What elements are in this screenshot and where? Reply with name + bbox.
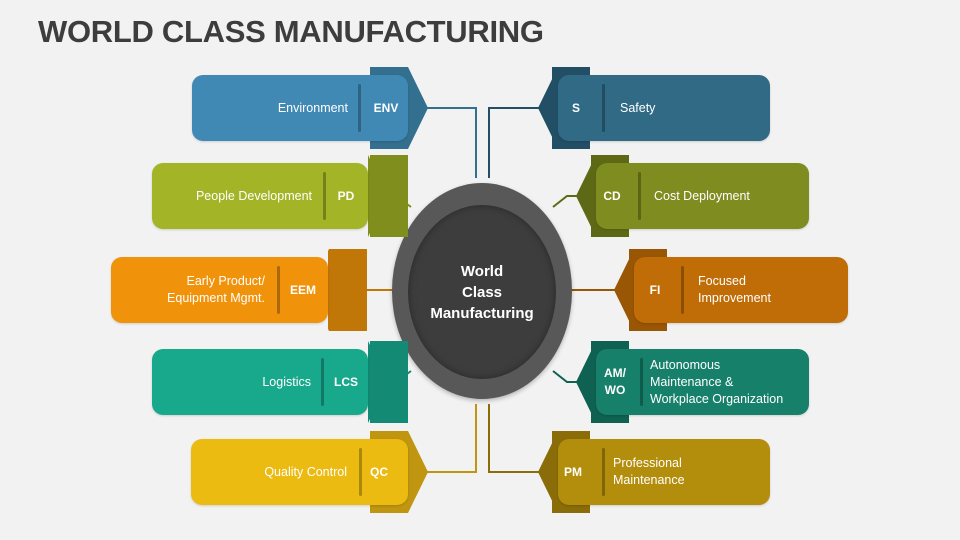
pillar-box	[152, 349, 368, 415]
pillar-lcs[interactable]: Logistics LCS	[152, 341, 408, 423]
pillar-env[interactable]: Environment ENV	[192, 67, 428, 149]
connector-env	[425, 107, 477, 178]
pillar-code: LCS	[334, 374, 358, 389]
separator	[602, 84, 605, 132]
pillar-label: Quality Control	[264, 464, 347, 479]
arrow-pointer-icon	[328, 249, 348, 331]
separator	[358, 84, 361, 132]
arrow-pointer-icon	[368, 155, 388, 237]
pillar-label: People Development	[195, 188, 312, 203]
pillar-cd[interactable]: CD Cost Deployment	[576, 155, 809, 237]
pillar-s[interactable]: S Safety	[538, 67, 770, 149]
arrow-pointer-icon	[576, 155, 596, 237]
pillar-box	[558, 75, 770, 141]
arrow-pointer-icon	[576, 341, 596, 423]
separator	[277, 266, 280, 314]
arrow-pointer-icon	[538, 67, 558, 149]
pillar-label: Focused Improvement	[698, 274, 771, 305]
pillar-label: Logistics	[262, 374, 311, 389]
pillar-fi[interactable]: FI Focused Improvement	[614, 249, 848, 331]
page-title: WORLD CLASS MANUFACTURING	[38, 14, 544, 49]
pillar-label: Environment	[277, 100, 348, 115]
separator	[638, 172, 641, 220]
pillar-box	[596, 349, 809, 415]
pillar-box	[634, 257, 848, 323]
pillar-code: QC	[370, 464, 388, 479]
separator	[681, 266, 684, 314]
pillar-code: CD	[603, 188, 621, 203]
separator	[602, 448, 605, 496]
pillar-box	[192, 75, 408, 141]
pillar-pm[interactable]: PM Professional Maintenance	[538, 431, 770, 513]
pillar-amwo[interactable]: AM/ WO Autonomous Maintenance & Workplac…	[576, 341, 809, 423]
pillar-label: Safety	[620, 100, 656, 115]
pillar-code: AM/ WO	[604, 366, 626, 397]
pillar-box	[596, 163, 809, 229]
arrow-pointer-icon	[538, 431, 558, 513]
pillar-qc[interactable]: Quality Control QC	[191, 431, 428, 513]
arrow-pointer-icon	[614, 249, 634, 331]
connector-amwo	[552, 370, 577, 383]
hub-label: World Class Manufacturing	[430, 262, 534, 322]
pillar-box	[558, 439, 770, 505]
pillar-label: Professional Maintenance	[613, 456, 685, 487]
pillar-eem[interactable]: Early Product/ Equipment Mgmt. EEM	[111, 249, 367, 331]
hub-outer-ring: World Class Manufacturing	[392, 183, 572, 399]
pillar-code: FI	[649, 282, 661, 297]
connector-pm	[488, 404, 539, 473]
pillar-code: EEM	[289, 282, 316, 297]
pillar-box	[152, 163, 368, 229]
connector-s	[488, 107, 539, 178]
arrow-pointer-icon	[408, 431, 428, 513]
pillar-pd[interactable]: People Development PD	[152, 155, 408, 237]
pillar-code: PD	[337, 188, 355, 203]
separator	[321, 358, 324, 406]
pillar-code: ENV	[373, 100, 399, 115]
hub-core: World Class Manufacturing	[408, 205, 556, 379]
pillar-code: PM	[564, 464, 582, 479]
connector-qc	[425, 404, 477, 473]
arrow-pointer-icon	[408, 67, 428, 149]
pillar-label: Early Product/ Equipment Mgmt.	[167, 274, 265, 305]
separator	[323, 172, 326, 220]
separator	[640, 358, 643, 406]
pillar-label: Autonomous Maintenance & Workplace Organ…	[650, 357, 784, 406]
pillar-code: S	[571, 100, 580, 115]
arrow-pointer-icon	[368, 341, 388, 423]
pillar-label: Cost Deployment	[654, 188, 750, 203]
separator	[359, 448, 362, 496]
pillar-box	[191, 439, 408, 505]
connector-cd	[552, 195, 577, 208]
pillar-box	[111, 257, 328, 323]
